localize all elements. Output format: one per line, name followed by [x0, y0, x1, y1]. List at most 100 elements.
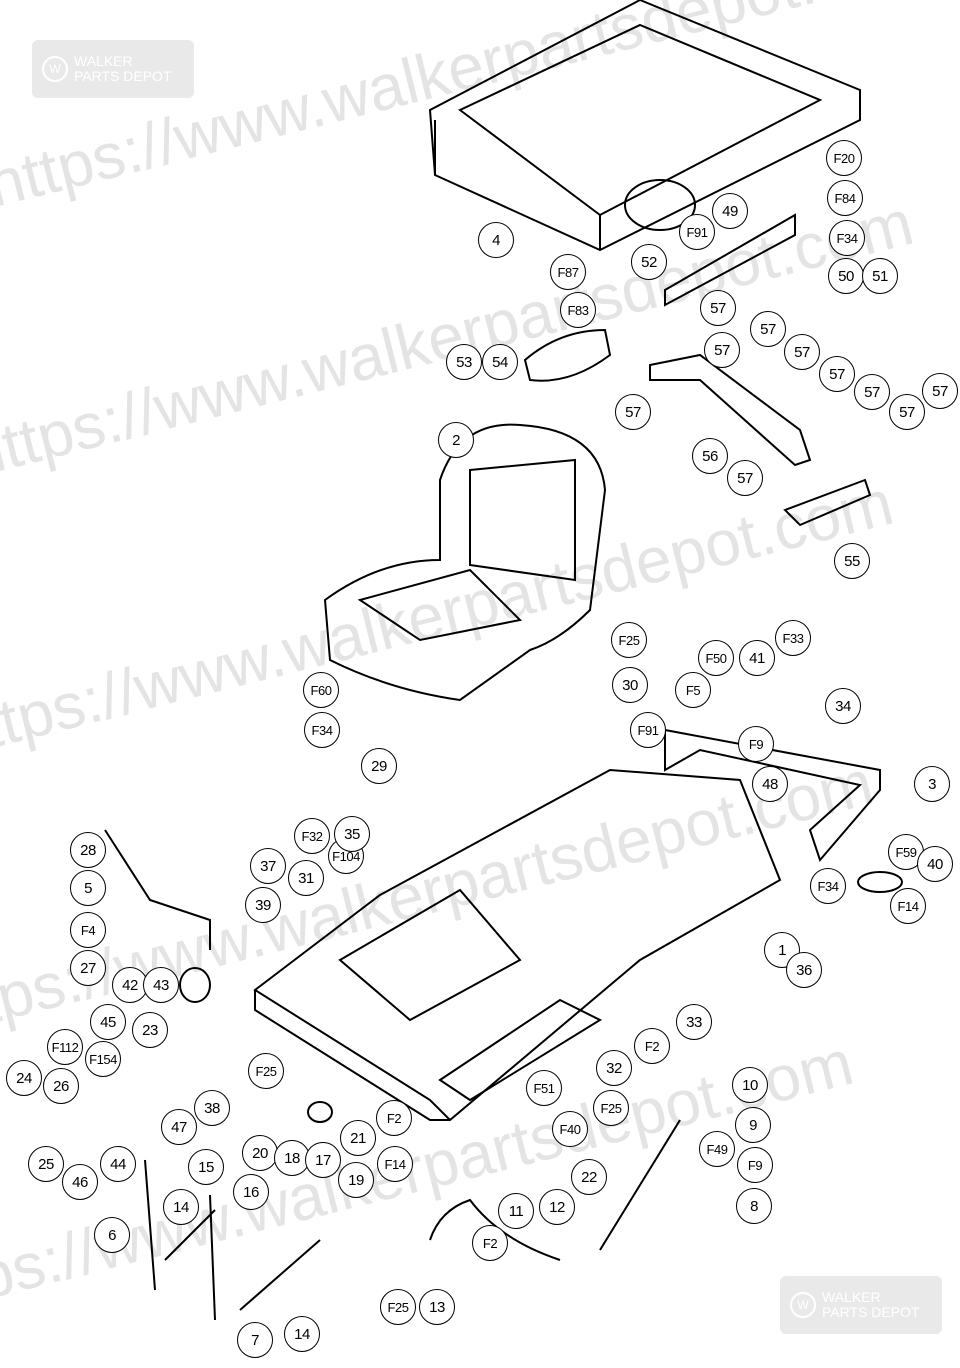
callout-part-51: 51 [862, 258, 898, 294]
callout-part-16: 16 [233, 1174, 269, 1210]
callout-part-f25: F25 [593, 1090, 629, 1126]
callout-part-45: 45 [90, 1004, 126, 1040]
callout-part-18: 18 [274, 1140, 310, 1176]
bracket-and-arm [523, 213, 872, 527]
callout-part-f25: F25 [248, 1053, 284, 1089]
callout-part-f40: F40 [552, 1111, 588, 1147]
callout-part-23: 23 [132, 1012, 168, 1048]
callout-part-57: 57 [700, 290, 736, 326]
callout-part-57: 57 [750, 311, 786, 347]
callout-part-43: 43 [143, 967, 179, 1003]
callout-part-26: 26 [43, 1068, 79, 1104]
callout-part-f50: F50 [698, 640, 734, 676]
callout-part-f5: F5 [675, 672, 711, 708]
callout-part-f34: F34 [810, 868, 846, 904]
callout-part-17: 17 [305, 1142, 341, 1178]
callout-part-4: 4 [478, 222, 514, 258]
callout-part-52: 52 [631, 244, 667, 280]
callout-part-34: 34 [825, 688, 861, 724]
callout-part-f60: F60 [303, 672, 339, 708]
callout-part-f83: F83 [560, 292, 596, 328]
callout-part-f2: F2 [472, 1225, 508, 1261]
callout-part-14: 14 [163, 1189, 199, 1225]
callout-part-f87: F87 [550, 254, 586, 290]
callout-part-f14: F14 [890, 888, 926, 924]
callout-part-f112: F112 [47, 1029, 83, 1065]
callout-part-f32: F32 [294, 818, 330, 854]
callout-part-57: 57 [784, 334, 820, 370]
callout-part-46: 46 [62, 1164, 98, 1200]
callout-part-53: 53 [446, 344, 482, 380]
callout-part-36: 36 [786, 952, 822, 988]
callout-part-47: 47 [161, 1109, 197, 1145]
callout-part-f33: F33 [775, 620, 811, 656]
callout-part-21: 21 [340, 1120, 376, 1156]
callout-part-33: 33 [676, 1004, 712, 1040]
logo-line2: PARTS DEPOT [822, 1304, 920, 1320]
callout-part-37: 37 [250, 848, 286, 884]
callout-part-57: 57 [727, 460, 763, 496]
callout-part-6: 6 [94, 1217, 130, 1253]
callout-part-f91: F91 [630, 712, 666, 748]
callout-part-f14: F14 [377, 1146, 413, 1182]
callout-part-11: 11 [498, 1193, 534, 1229]
callout-part-f9: F9 [737, 1147, 773, 1183]
callout-part-f84: F84 [827, 180, 863, 216]
callout-part-55: 55 [834, 543, 870, 579]
callout-part-27: 27 [70, 950, 106, 986]
callout-part-57: 57 [615, 394, 651, 430]
control-levers [104, 829, 681, 1321]
callout-part-8: 8 [736, 1188, 772, 1224]
callout-part-30: 30 [612, 667, 648, 703]
callout-part-7: 7 [237, 1322, 273, 1358]
callout-part-f2: F2 [634, 1028, 670, 1064]
callout-part-12: 12 [539, 1189, 575, 1225]
callout-part-35: 35 [334, 816, 370, 852]
logo-mark-icon: W [790, 1292, 816, 1318]
callout-part-28: 28 [70, 832, 106, 868]
callout-part-f154: F154 [85, 1041, 121, 1077]
callout-part-f20: F20 [826, 140, 862, 176]
logo-mark-icon: W [42, 56, 68, 82]
callout-part-f2: F2 [376, 1100, 412, 1136]
callout-part-25: 25 [28, 1146, 64, 1182]
callout-part-57: 57 [922, 373, 958, 409]
callout-part-1: 1 [764, 932, 800, 968]
callout-part-14: 14 [284, 1316, 320, 1352]
callout-part-f4: F4 [70, 912, 106, 948]
callout-part-10: 10 [732, 1067, 768, 1103]
callout-part-f51: F51 [526, 1070, 562, 1106]
callout-part-40: 40 [917, 846, 953, 882]
logo-line1: WALKER [74, 53, 133, 69]
callout-part-3: 3 [914, 766, 950, 802]
callout-part-24: 24 [6, 1060, 42, 1096]
callout-part-57: 57 [704, 332, 740, 368]
callout-part-48: 48 [752, 766, 788, 802]
callout-part-49: 49 [712, 193, 748, 229]
logo-line2: PARTS DEPOT [74, 68, 172, 84]
callout-part-50: 50 [828, 258, 864, 294]
callout-part-5: 5 [70, 870, 106, 906]
callout-part-29: 29 [361, 748, 397, 784]
callout-part-57: 57 [819, 356, 855, 392]
callout-part-f91: F91 [679, 214, 715, 250]
callout-part-44: 44 [100, 1146, 136, 1182]
callout-part-57: 57 [854, 374, 890, 410]
callout-part-38: 38 [194, 1090, 230, 1126]
logo-line1: WALKER [822, 1289, 881, 1305]
grass-catcher-box [428, 0, 861, 252]
callout-part-54: 54 [482, 344, 518, 380]
callout-part-f25: F25 [611, 622, 647, 658]
callout-part-f34: F34 [304, 712, 340, 748]
callout-part-f49: F49 [699, 1131, 735, 1167]
callout-part-15: 15 [188, 1149, 224, 1185]
main-frame [253, 728, 903, 1122]
callout-part-f34: F34 [829, 220, 865, 256]
callout-part-56: 56 [692, 438, 728, 474]
callout-part-31: 31 [288, 860, 324, 896]
callout-part-13: 13 [419, 1289, 455, 1325]
callout-part-22: 22 [571, 1159, 607, 1195]
